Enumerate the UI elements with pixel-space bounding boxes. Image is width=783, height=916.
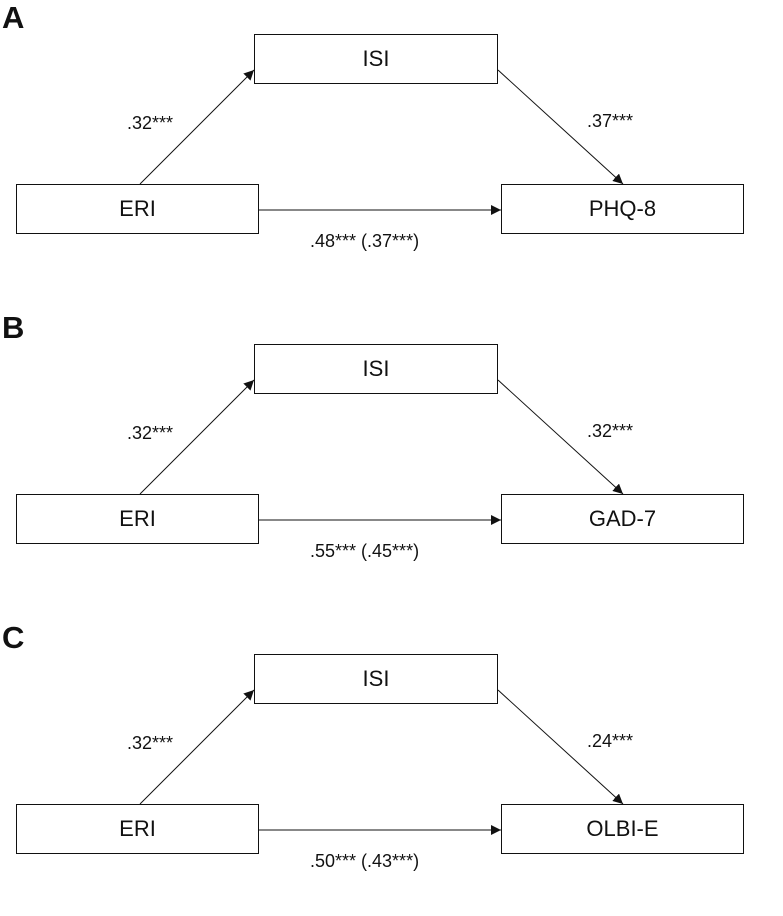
arrow-b — [497, 69, 624, 185]
path-c-coefficient: .50*** (.43***) — [310, 851, 420, 871]
outcome-box: PHQ-8 — [501, 184, 744, 234]
arrow-b — [497, 379, 624, 495]
panel-b: B ISI ERI GAD-7 .32*** .32*** .55*** (.4… — [0, 310, 783, 606]
path-c-coefficient: .55*** (.45***) — [310, 541, 420, 561]
mediator-box: ISI — [254, 654, 498, 704]
arrow-b — [497, 689, 624, 805]
predictor-box: ERI — [16, 184, 259, 234]
panel-label: A — [2, 0, 25, 35]
path-c-coefficient: .48*** (.37***) — [310, 231, 420, 251]
mediator-box: ISI — [254, 34, 498, 84]
path-arrows — [139, 689, 624, 835]
arrow-a — [139, 379, 255, 495]
path-a-coefficient: .32*** — [127, 733, 174, 753]
path-b-coefficient: .24*** — [587, 731, 634, 751]
path-arrows — [139, 379, 624, 525]
path-b-coefficient: .32*** — [587, 421, 634, 441]
panel-c: C ISI ERI OLBI-E .32*** .24*** .50*** (.… — [0, 620, 783, 916]
panel-a: A ISI ERI PHQ-8 .32*** .37*** .48*** (.3… — [0, 0, 783, 296]
path-b-coefficient: .37*** — [587, 111, 634, 131]
path-a-coefficient: .32*** — [127, 113, 174, 133]
arrow-a — [139, 689, 255, 805]
arrow-a — [139, 69, 255, 185]
predictor-box: ERI — [16, 494, 259, 544]
panel-label: B — [2, 310, 25, 345]
mediator-box: ISI — [254, 344, 498, 394]
outcome-box: GAD-7 — [501, 494, 744, 544]
predictor-box: ERI — [16, 804, 259, 854]
path-arrows — [139, 69, 624, 215]
panel-label: C — [2, 620, 25, 655]
path-a-coefficient: .32*** — [127, 423, 174, 443]
outcome-box: OLBI-E — [501, 804, 744, 854]
